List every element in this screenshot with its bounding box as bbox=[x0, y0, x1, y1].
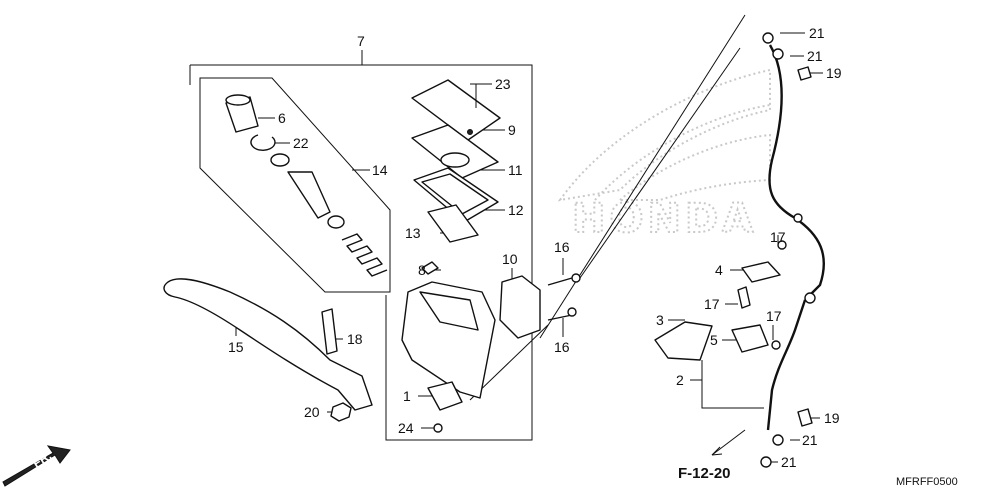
honda-watermark-text: HONDA bbox=[572, 196, 757, 242]
label-16b: 16 bbox=[554, 339, 570, 355]
upper-brake-hose bbox=[768, 44, 825, 301]
label-4: 4 bbox=[715, 262, 723, 278]
label-21d: 21 bbox=[781, 454, 797, 470]
label-9: 9 bbox=[508, 122, 516, 138]
switch-1 bbox=[427, 381, 463, 411]
lower-brake-hose bbox=[766, 299, 807, 431]
label-15: 15 bbox=[228, 339, 244, 355]
label-24: 24 bbox=[398, 420, 414, 436]
label-21a: 21 bbox=[809, 25, 825, 41]
label-17a: 17 bbox=[770, 229, 786, 245]
label-19b: 19 bbox=[824, 410, 840, 426]
part-labels: 7 6 22 14 23 9 11 12 13 8 10 16 16 1 24 … bbox=[228, 25, 842, 470]
master-cylinder-body bbox=[401, 273, 581, 433]
label-8: 8 bbox=[418, 262, 426, 278]
bracket-10 bbox=[499, 275, 541, 339]
brake-lever bbox=[163, 278, 373, 411]
master-cylinder-box bbox=[189, 50, 533, 441]
label-17b: 17 bbox=[704, 296, 720, 312]
label-1: 1 bbox=[403, 388, 411, 404]
label-11: 11 bbox=[508, 162, 523, 178]
label-6: 6 bbox=[278, 110, 286, 126]
front-direction-arrow: FR. bbox=[2, 445, 71, 487]
label-18: 18 bbox=[347, 331, 363, 347]
label-13: 13 bbox=[405, 225, 421, 241]
reservoir-parts bbox=[411, 79, 501, 275]
label-19a: 19 bbox=[826, 65, 842, 81]
piston-kit-parts bbox=[225, 94, 388, 277]
label-5: 5 bbox=[710, 332, 718, 348]
brake-hose-assembly bbox=[654, 32, 825, 468]
lever-assembly bbox=[163, 278, 373, 422]
piston-part bbox=[287, 171, 331, 219]
clamp-5 bbox=[731, 324, 769, 353]
label-21c: 21 bbox=[802, 432, 818, 448]
honda-wing-logo bbox=[557, 68, 771, 202]
circlip-part bbox=[250, 134, 276, 151]
screw-8 bbox=[421, 261, 439, 275]
label-23: 23 bbox=[495, 76, 511, 92]
nut-20 bbox=[330, 402, 352, 422]
label-14: 14 bbox=[372, 162, 388, 178]
stay-3 bbox=[654, 321, 713, 361]
clamp-4 bbox=[741, 261, 781, 283]
diagram-code: MFRFF0500 bbox=[896, 476, 958, 488]
reference-label: F-12-20 bbox=[678, 465, 731, 482]
pivot-bolt bbox=[321, 308, 338, 355]
gasket bbox=[427, 204, 479, 243]
honda-watermark: HONDA bbox=[557, 68, 771, 243]
spring-part bbox=[341, 233, 388, 277]
label-20: 20 bbox=[304, 404, 320, 420]
label-2: 2 bbox=[676, 372, 684, 388]
label-12: 12 bbox=[508, 202, 524, 218]
label-10: 10 bbox=[502, 251, 518, 267]
label-22: 22 bbox=[293, 135, 309, 151]
label-21b: 21 bbox=[807, 48, 823, 64]
label-16a: 16 bbox=[554, 239, 570, 255]
label-7: 7 bbox=[357, 33, 365, 49]
label-3: 3 bbox=[656, 312, 664, 328]
reference-arrow bbox=[711, 446, 723, 456]
label-17c: 17 bbox=[766, 308, 782, 324]
